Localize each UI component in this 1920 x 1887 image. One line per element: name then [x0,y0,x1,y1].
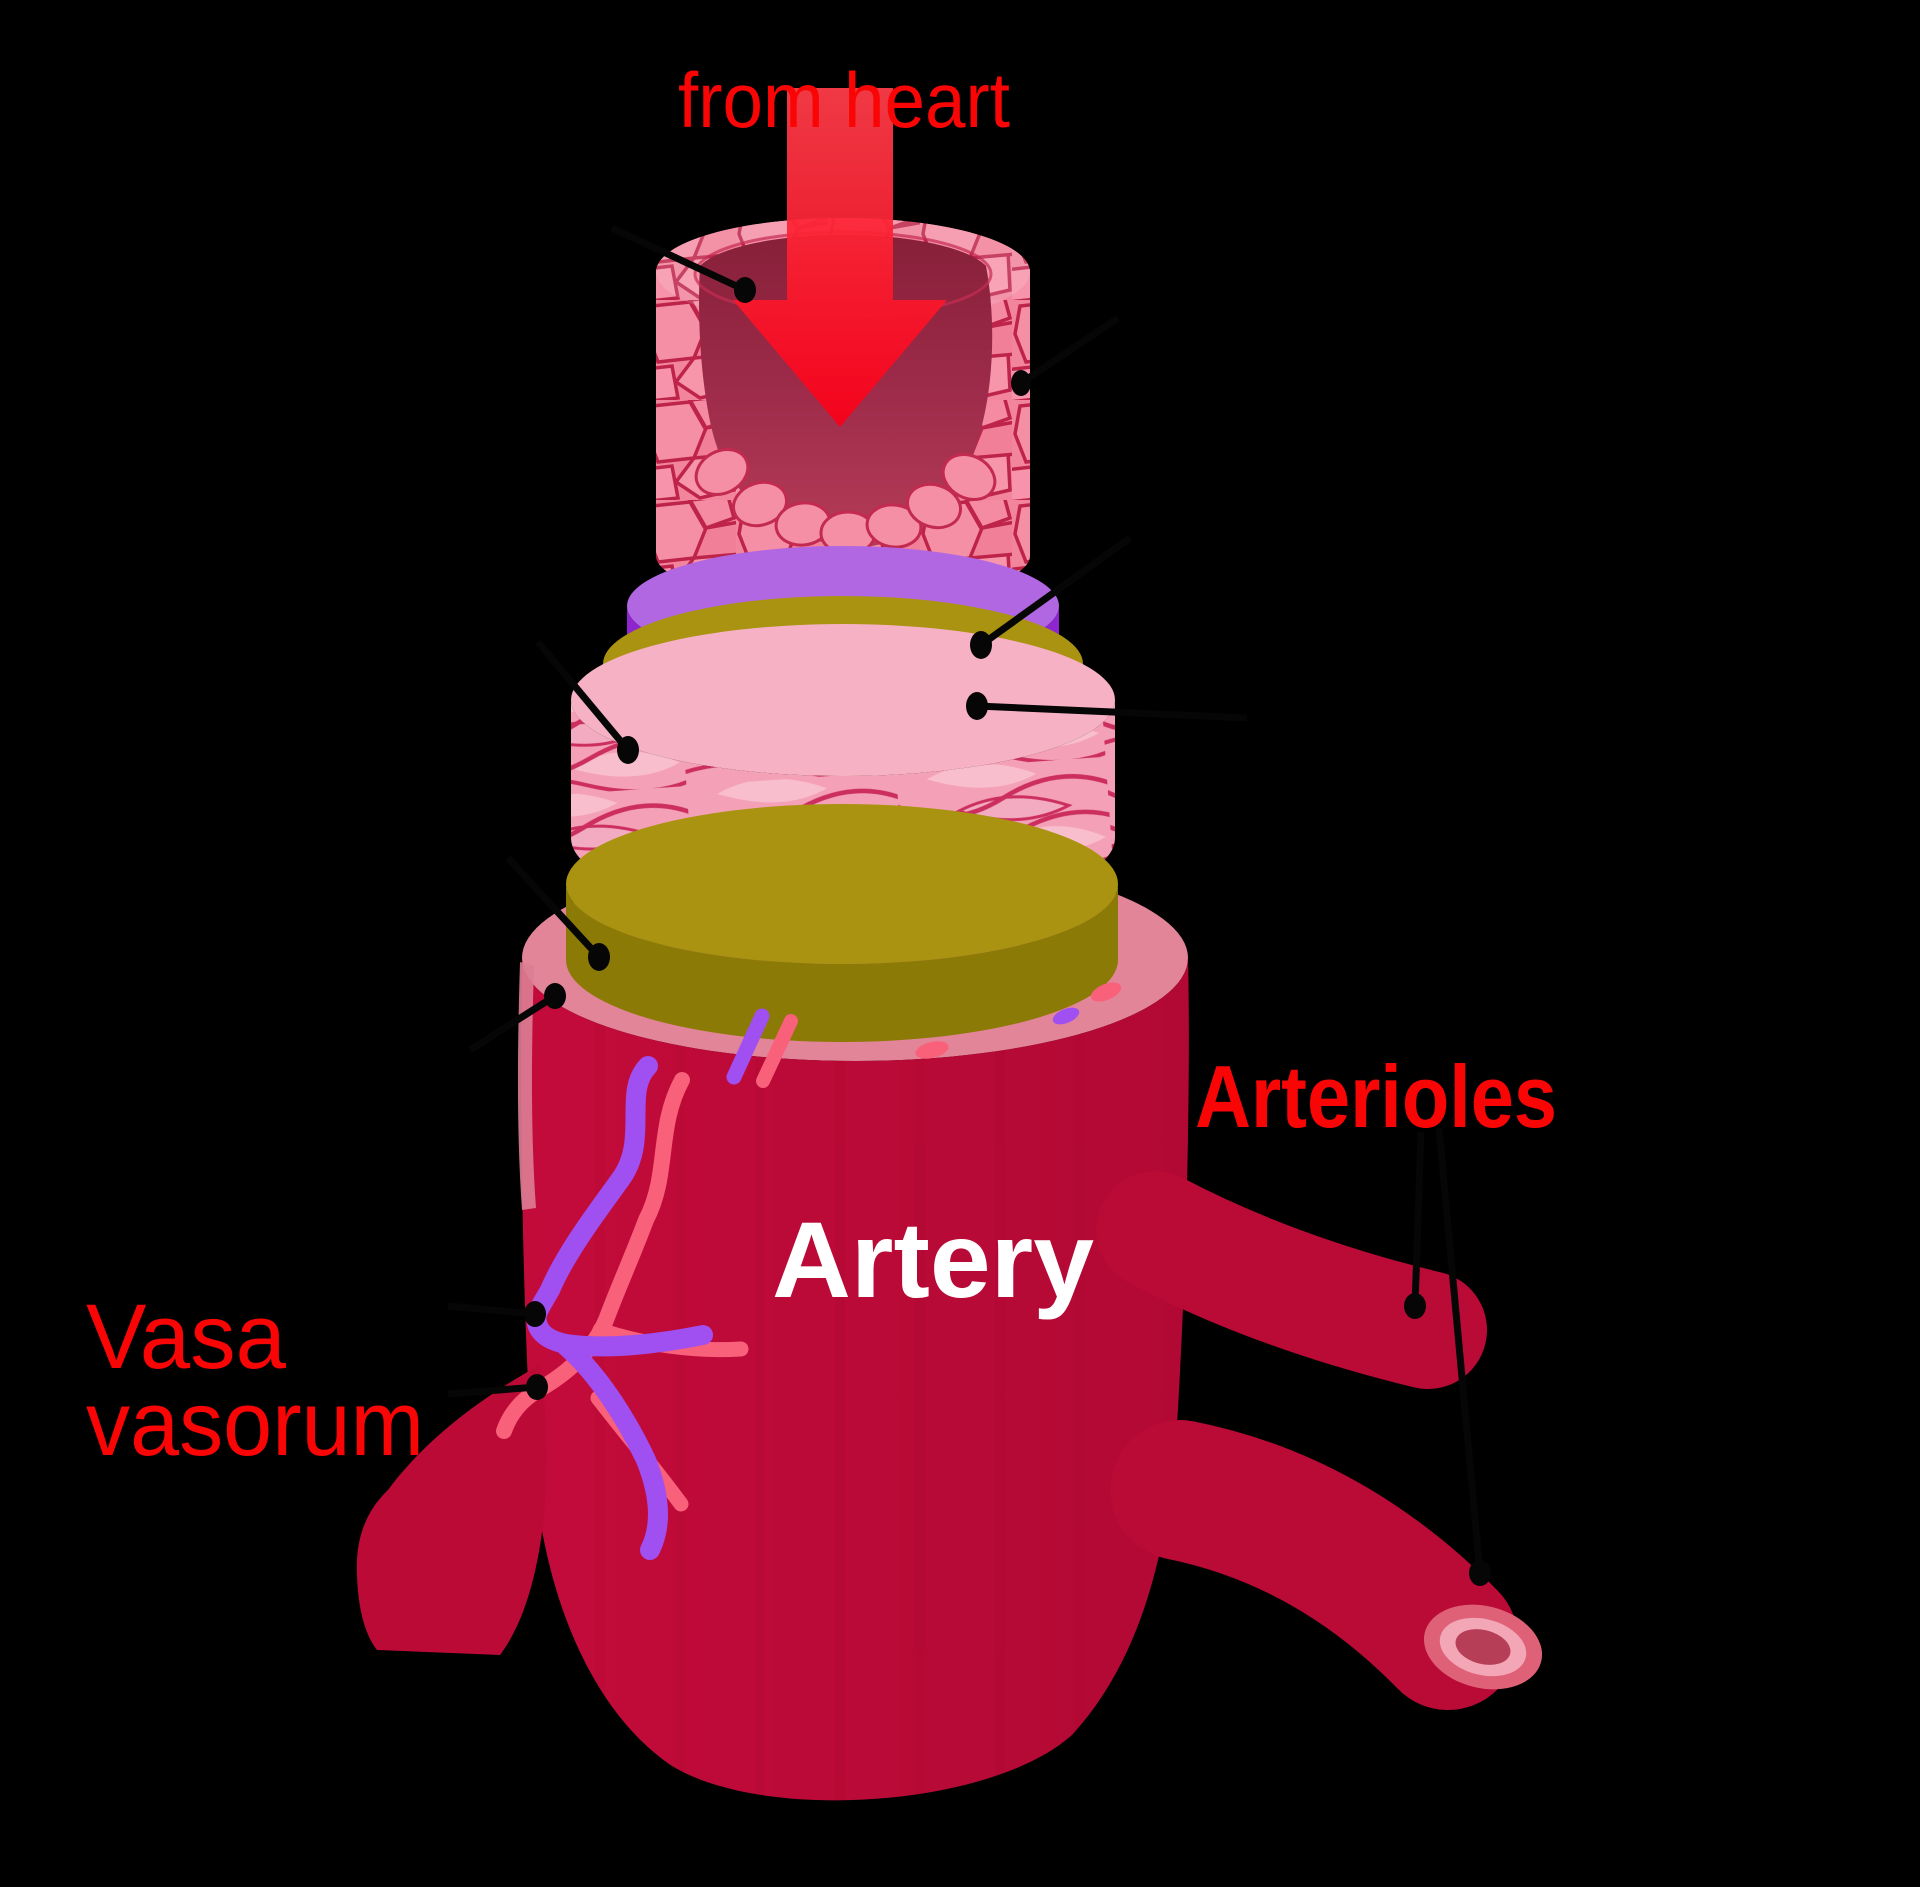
callout-dot [1404,1293,1426,1319]
callout-line-olive-lower [505,855,602,960]
artery-body [517,958,1189,1801]
callout-line-purple-lamina [978,535,1133,648]
arteriole-cut-end [1423,1604,1543,1690]
external-elastic-lamina-ring [566,804,1118,1042]
callout-dot [617,736,639,764]
vasa-rim-cross-sections [915,982,1122,1059]
vasa-purple-dash [726,1008,770,1085]
callout-dot [970,631,992,659]
callout-line-olive-upper [976,702,1248,722]
callout-dot [1011,370,1031,396]
body-streaks [595,1000,1085,1801]
vasa-purple-trunk [526,1056,713,1357]
callout-dot [524,1301,546,1327]
callout-line-arteriole-2 [1435,1127,1484,1574]
label-arterioles: Arterioles [1195,1047,1557,1146]
callout-line-media [535,639,631,753]
body-left-edge-sliver [517,962,536,1210]
callout-line-vasa-2 [447,1383,538,1398]
callout-line-vasa-1 [447,1302,536,1318]
label-artery: Artery [772,1199,1094,1320]
label-vasa-line1: Vasa [86,1286,287,1388]
callout-line-endothelium [610,224,747,294]
callout-dot [1469,1560,1491,1586]
callout-dot [966,692,988,720]
blood-flow-arrow [733,88,947,427]
callout-dot [544,983,566,1009]
branch-gap-wedge [1437,1352,1540,1444]
callout-dot [526,1374,548,1400]
endothelium-inner-cells [694,448,997,556]
callout-line-arteriole-1 [1411,1131,1425,1307]
callout-lines [447,224,1484,1574]
callout-dot [734,277,756,303]
label-vasa-line2: vasorum [86,1373,424,1475]
callout-dot [588,943,610,971]
callout-line-right-wall [1019,315,1120,386]
arteriole-branch-upper [1096,1171,1487,1389]
vasa-salmon-dash [756,1014,798,1088]
callout-line-rim [468,993,557,1053]
arteriole-branch-lower [1110,1420,1518,1710]
vasa-purple-branch [556,1336,668,1560]
label-from-heart: from heart [678,56,1010,144]
callout-dots [524,277,1491,1586]
